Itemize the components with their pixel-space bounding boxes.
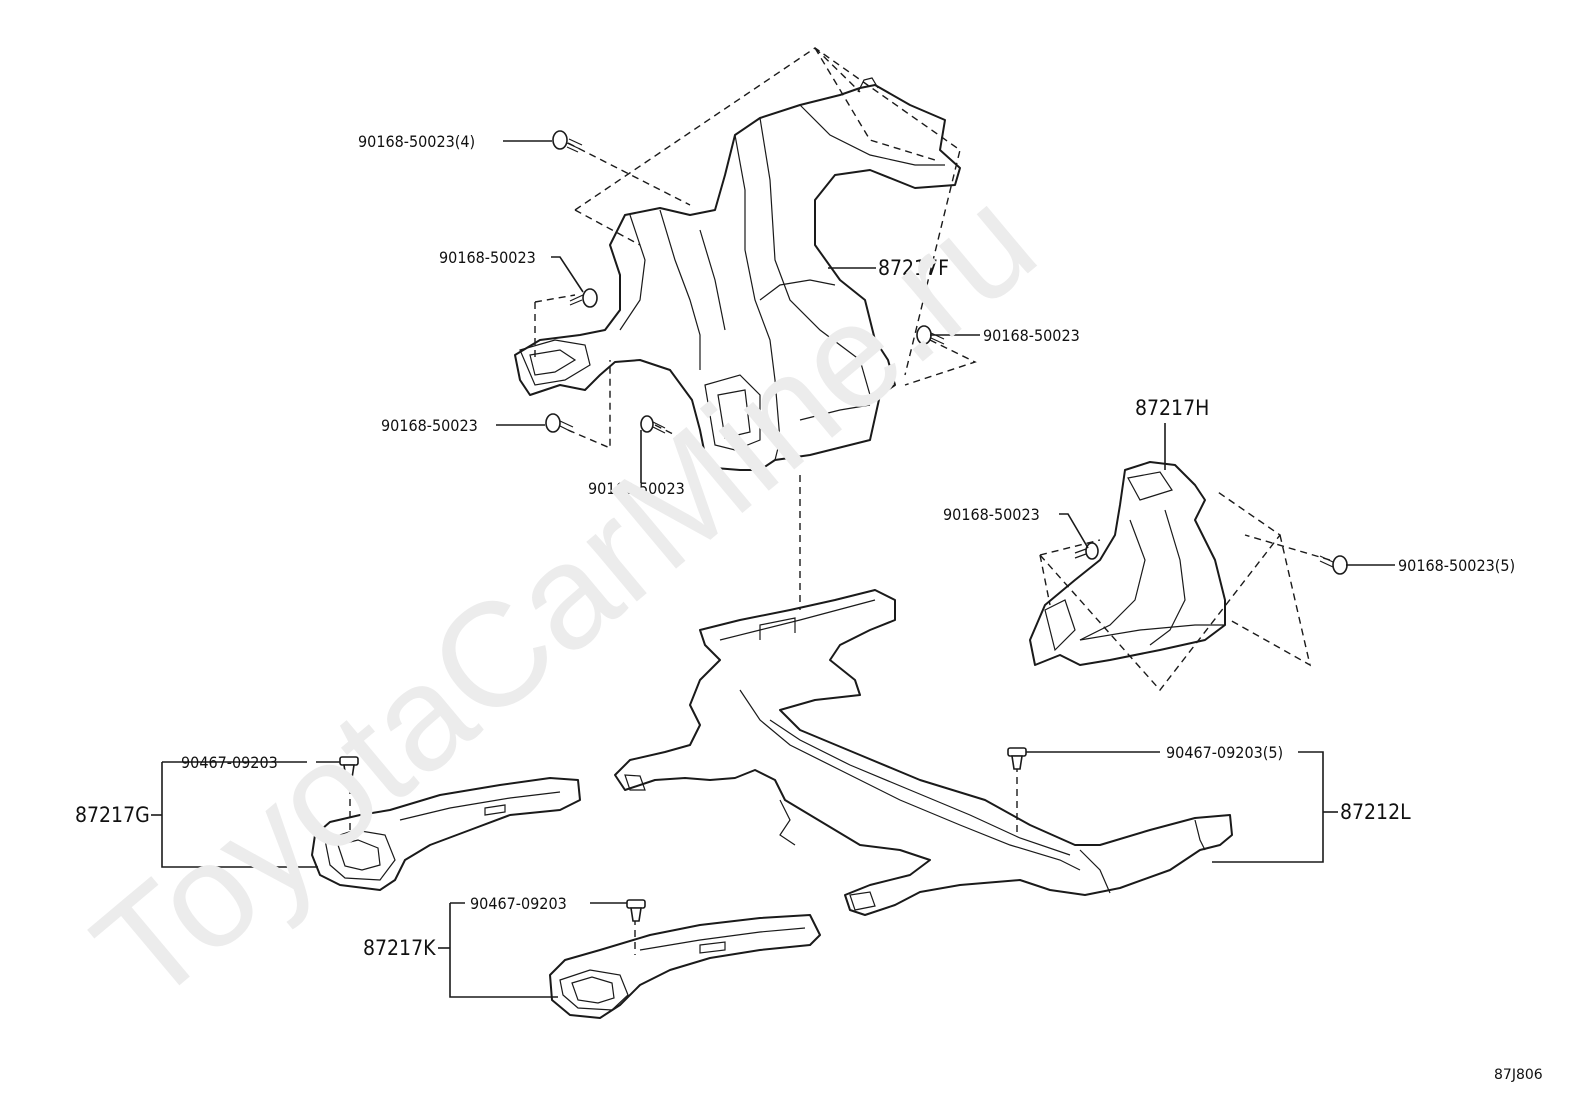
- duct-87217f: [514, 77, 961, 471]
- label-90168-50023-5: 90168-50023(5): [1398, 556, 1515, 575]
- screw-icon: [1319, 555, 1348, 575]
- leader-lines: [151, 140, 1395, 998]
- label-90168-50023-4: 90168-50023(4): [358, 132, 475, 151]
- label-90168-50023: 90168-50023: [588, 479, 685, 498]
- label-90168-50023: 90168-50023: [439, 248, 536, 267]
- label-90168-50023: 90168-50023: [943, 505, 1040, 524]
- screw-icon: [1074, 542, 1099, 560]
- part-label-87217k: 87217K: [363, 936, 436, 960]
- clip-icon: [1007, 747, 1027, 770]
- label-90168-50023: 90168-50023: [381, 416, 478, 435]
- clip-icon: [339, 756, 359, 779]
- screw-icon: [545, 413, 574, 433]
- part-label-87212l: 87212L: [1340, 800, 1411, 824]
- screw-icon: [552, 130, 583, 153]
- figure-code: 87J806: [1494, 1067, 1543, 1083]
- duct-87217g: [311, 777, 581, 891]
- label-90168-50023: 90168-50023: [983, 326, 1080, 345]
- duct-87217h: [1029, 461, 1226, 666]
- part-label-87217f: 87217F: [878, 256, 949, 280]
- screw-icon: [916, 325, 945, 345]
- label-90467-09203: 90467-09203: [470, 894, 567, 913]
- screw-icon: [640, 415, 666, 434]
- duct-87217k: [549, 914, 821, 1019]
- clip-icon: [626, 899, 646, 922]
- label-90467-09203: 90467-09203: [181, 753, 278, 772]
- assembly-lines: [349, 47, 1331, 955]
- part-label-87217g: 87217G: [75, 803, 150, 827]
- duct-87212l: [614, 589, 1233, 916]
- label-90467-09203-5: 90467-09203(5): [1166, 743, 1283, 762]
- part-label-87217h: 87217H: [1135, 396, 1209, 420]
- screw-icon: [569, 288, 598, 308]
